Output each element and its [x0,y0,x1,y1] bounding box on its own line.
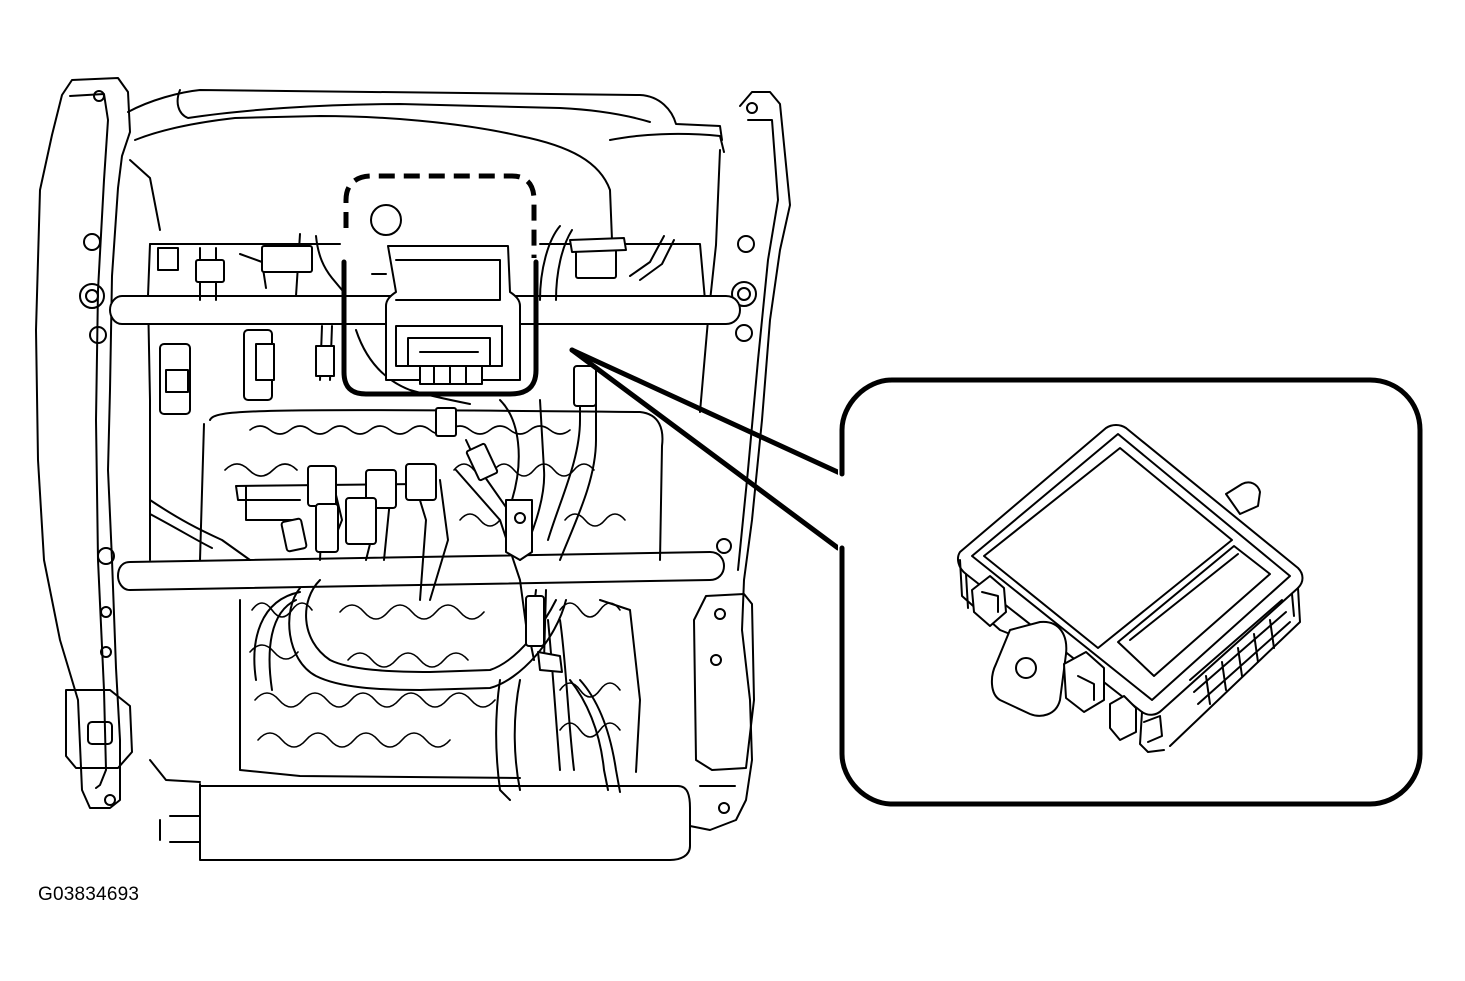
seat-frame [35,77,791,861]
harness-connectors [157,237,627,673]
highlight-frame[interactable] [341,173,539,397]
seat-springs [199,409,664,779]
seat-module [371,245,521,385]
module-unit-illustration [957,424,1304,753]
frame-holes [79,90,758,814]
wire-harness [149,225,675,801]
callout-pointer [569,347,845,551]
figure-code: G03834693 [38,884,140,905]
